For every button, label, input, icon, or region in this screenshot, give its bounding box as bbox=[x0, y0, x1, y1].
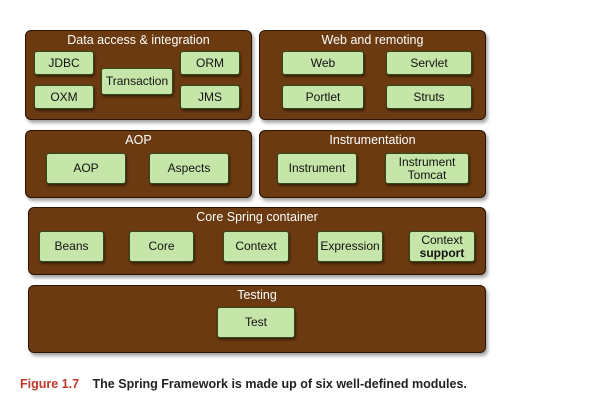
panel-title: Testing bbox=[237, 288, 277, 302]
module-context-support-line2: support bbox=[419, 245, 465, 260]
panel-title: Web and remoting bbox=[321, 33, 424, 47]
panel-web-remoting: Web and remoting Web Servlet Portlet Str… bbox=[259, 30, 486, 120]
module-instrument: Instrument bbox=[277, 153, 357, 184]
module-struts: Struts bbox=[386, 85, 472, 109]
panel-title: Instrumentation bbox=[329, 133, 416, 147]
module-web: Web bbox=[282, 51, 364, 75]
module-expression: Expression bbox=[317, 231, 383, 262]
module-core: Core bbox=[129, 231, 194, 262]
panel-title: AOP bbox=[125, 133, 152, 147]
module-instrument-tomcat-line1: Instrument bbox=[398, 154, 456, 169]
panel-data-access-integration: Data access & integration JDBC Transacti… bbox=[25, 30, 252, 120]
panel-instrumentation: Instrumentation Instrument Instrument To… bbox=[259, 130, 486, 198]
module-aspects: Aspects bbox=[149, 153, 229, 184]
module-context-support: Context support bbox=[409, 231, 475, 262]
module-test: Test bbox=[217, 307, 295, 338]
module-transaction: Transaction bbox=[101, 68, 173, 95]
module-jdbc: JDBC bbox=[34, 51, 94, 75]
module-oxm: OXM bbox=[34, 85, 94, 109]
module-context: Context bbox=[223, 231, 289, 262]
panel-aop: AOP AOP Aspects bbox=[25, 130, 252, 198]
figure-number: Figure 1.7 bbox=[20, 377, 80, 391]
module-aop: AOP bbox=[46, 153, 126, 184]
module-instrument-tomcat-line2: Tomcat bbox=[407, 167, 447, 182]
module-context-support-line1: Context bbox=[421, 232, 463, 247]
module-portlet: Portlet bbox=[282, 85, 364, 109]
figure-caption: Figure 1.7 The Spring Framework is made … bbox=[20, 377, 467, 391]
panel-core-spring-container: Core Spring container Beans Core Context… bbox=[28, 207, 486, 275]
module-instrument-tomcat: Instrument Tomcat bbox=[385, 153, 469, 184]
module-jms: JMS bbox=[180, 85, 240, 109]
module-orm: ORM bbox=[180, 51, 240, 75]
figure-caption-text: The Spring Framework is made up of six w… bbox=[92, 377, 467, 391]
panel-testing: Testing Test bbox=[28, 285, 486, 353]
module-beans: Beans bbox=[39, 231, 104, 262]
module-servlet: Servlet bbox=[386, 51, 472, 75]
panel-title: Data access & integration bbox=[67, 33, 210, 47]
panel-title: Core Spring container bbox=[196, 210, 318, 224]
